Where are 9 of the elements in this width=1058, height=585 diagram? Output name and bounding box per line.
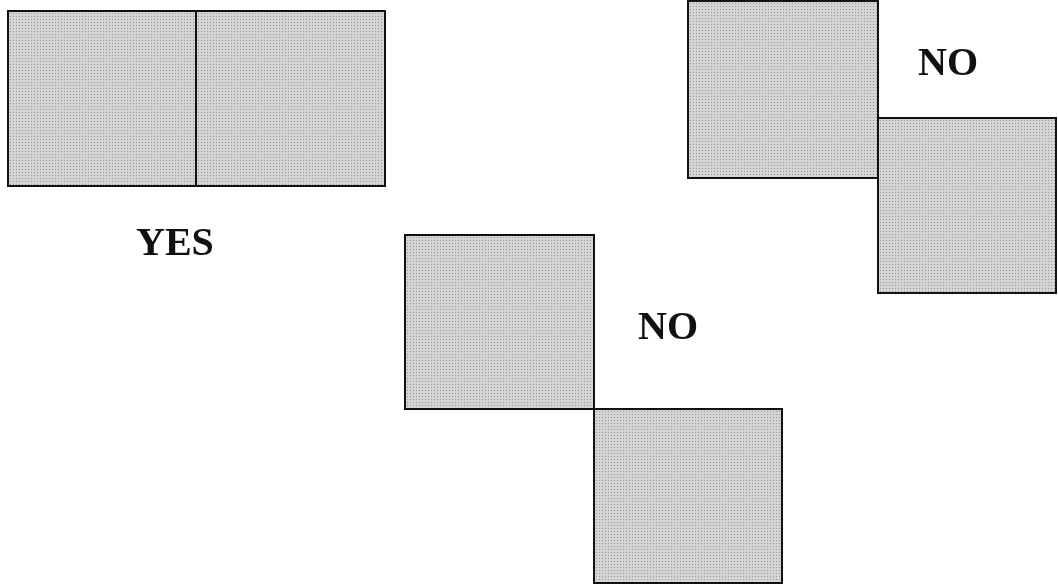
square-box: [195, 10, 386, 187]
answer-label: NO: [918, 42, 978, 82]
answer-label: NO: [638, 306, 698, 346]
answer-label: YES: [136, 222, 214, 262]
square-box: [404, 234, 595, 410]
square-box: [7, 10, 198, 187]
square-box: [877, 117, 1057, 294]
square-box: [593, 408, 783, 584]
square-box: [687, 0, 879, 179]
